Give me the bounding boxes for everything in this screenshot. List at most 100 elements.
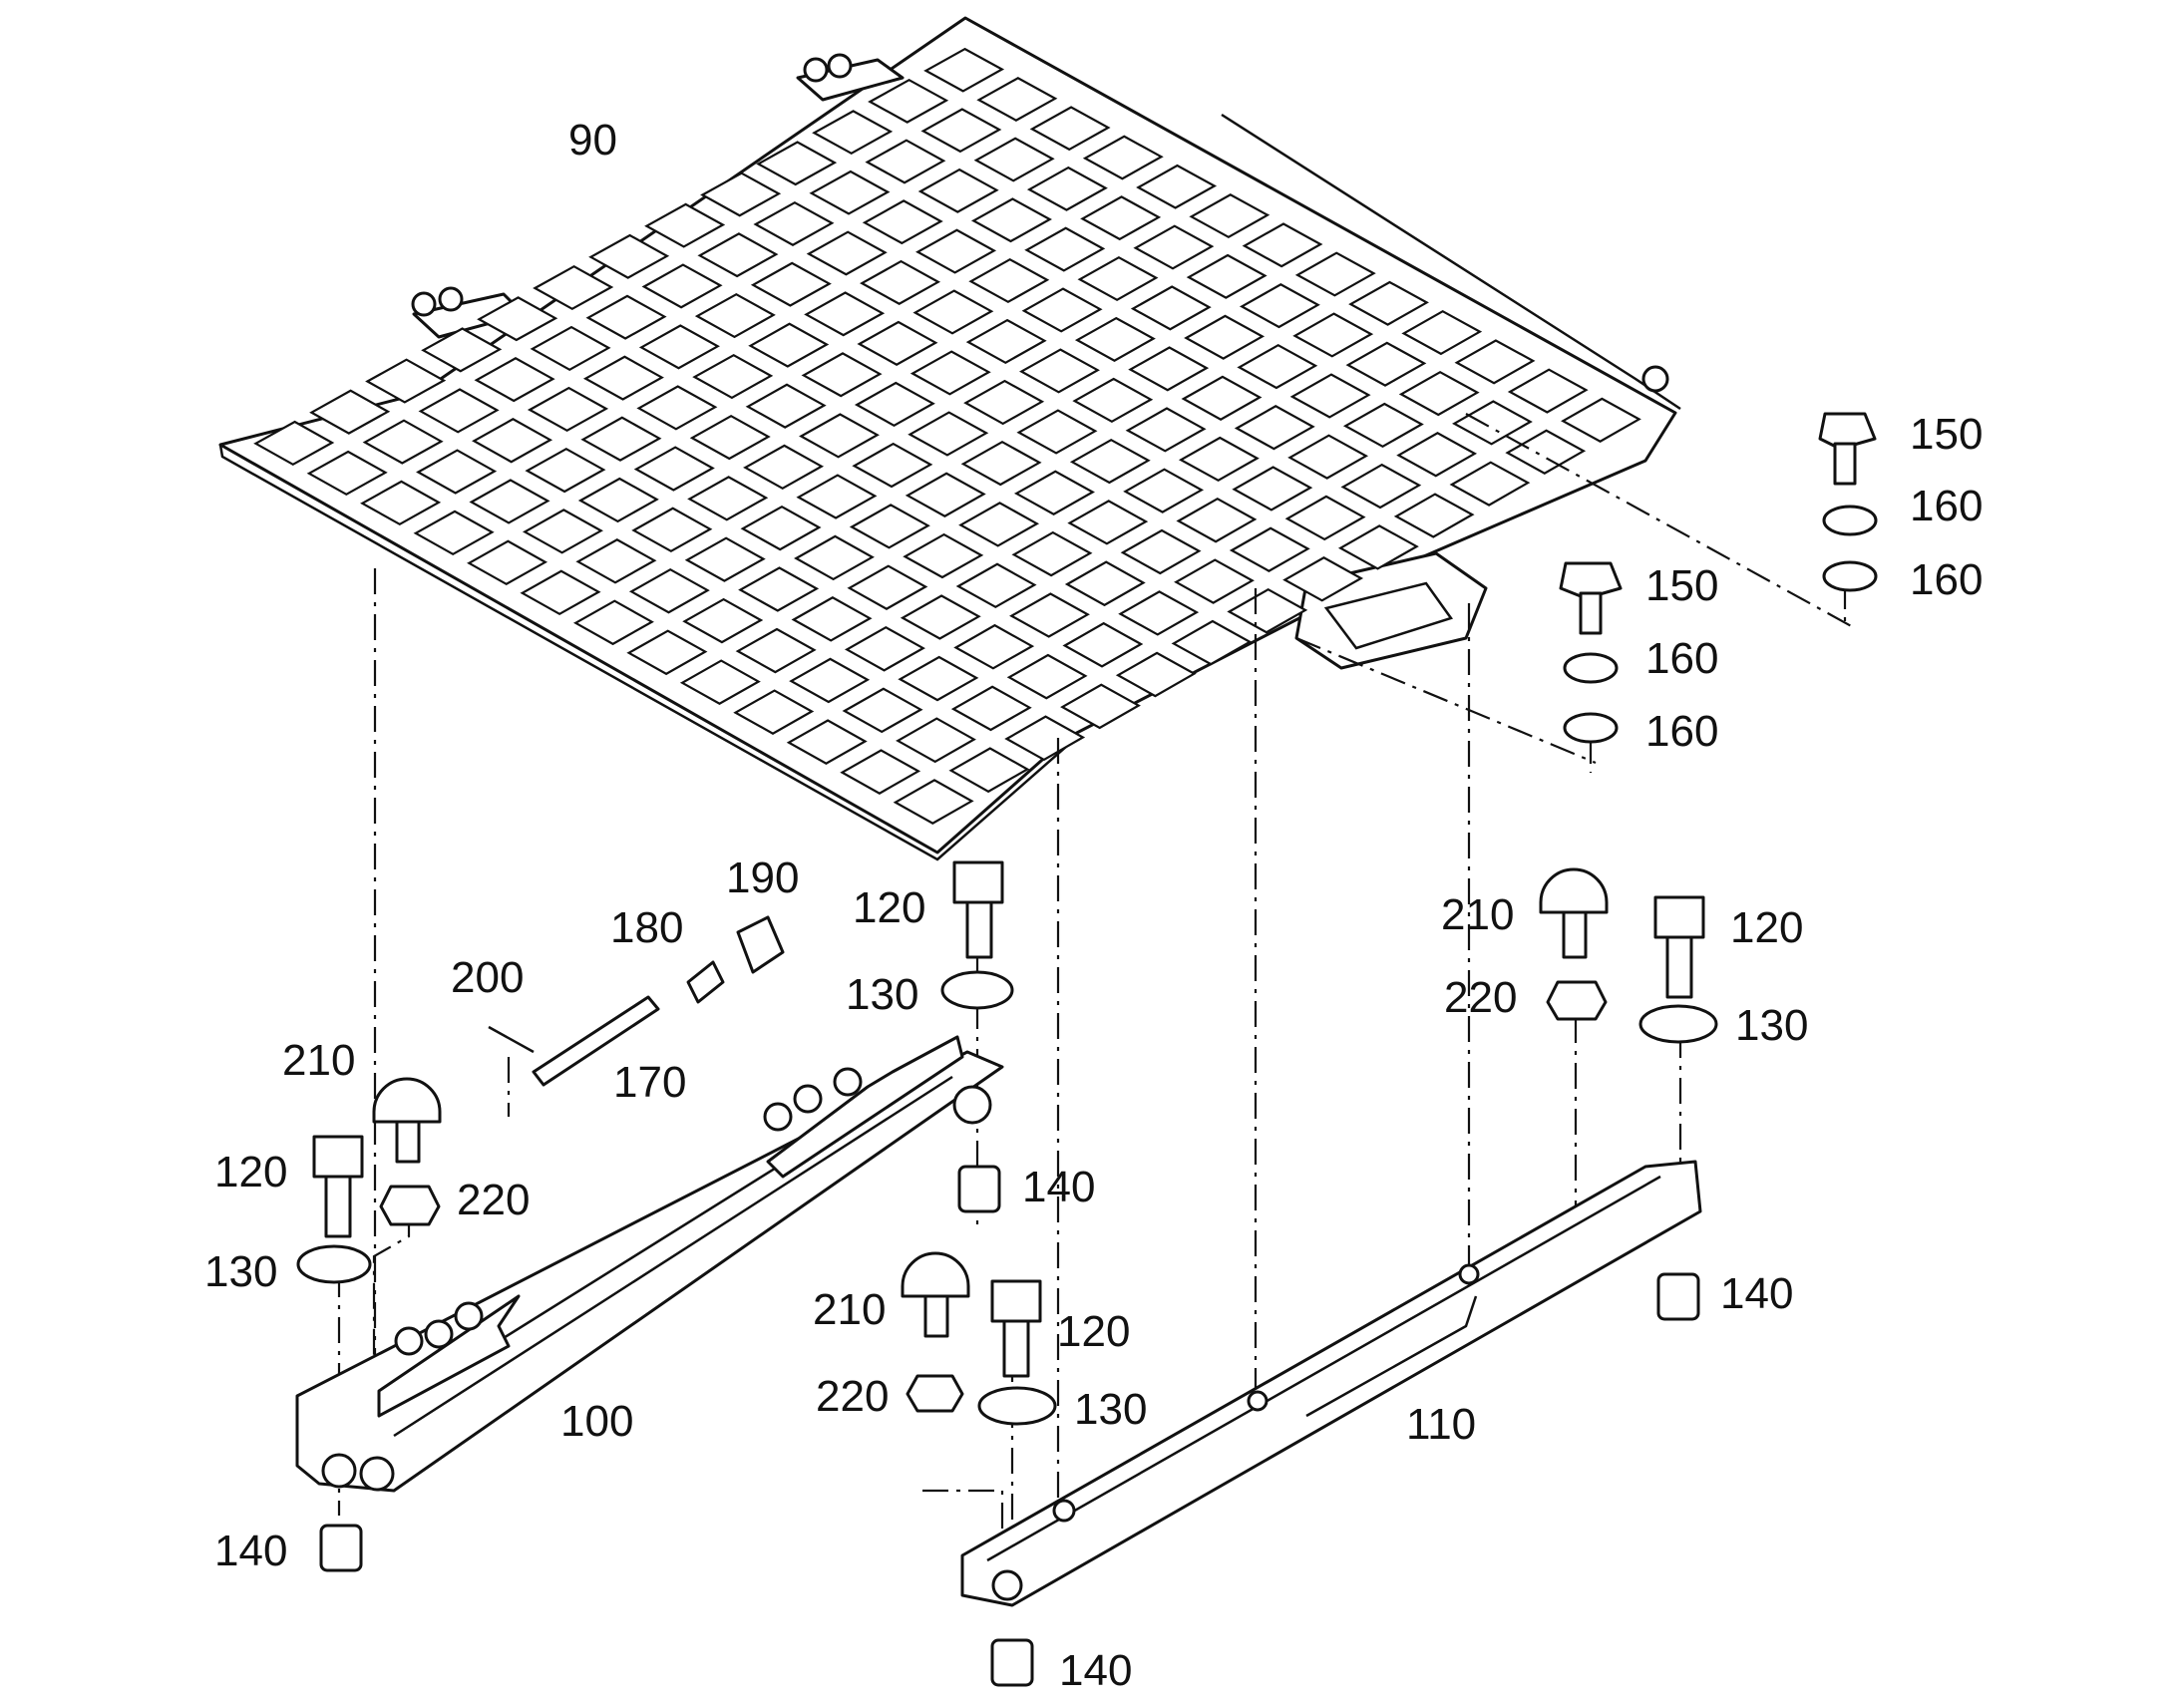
grid-opening <box>1401 309 1483 356</box>
grid-opening <box>1294 251 1376 297</box>
grid-opening <box>953 623 1035 670</box>
grid-opening <box>745 383 827 429</box>
spacer-140-top <box>957 1165 1001 1213</box>
grid-opening <box>1284 495 1366 541</box>
grid-opening <box>1449 461 1531 507</box>
callout-200: 200 <box>451 953 524 1002</box>
grid-opening <box>1011 530 1093 577</box>
grid-opening <box>903 532 984 579</box>
grid-opening <box>626 629 708 676</box>
grid-opening <box>1292 312 1374 358</box>
grid-opening <box>743 444 825 491</box>
hex-bolt-120-lower <box>990 1279 1042 1378</box>
grid-opening <box>1013 470 1095 515</box>
grid-opening <box>477 296 558 342</box>
grid-opening <box>909 350 991 396</box>
grid-opening <box>360 480 442 526</box>
callout-140-left: 140 <box>214 1527 287 1575</box>
grid-opening <box>588 233 670 279</box>
grid-opening <box>955 562 1037 609</box>
washer-160-c <box>1563 652 1619 684</box>
grid-opening <box>849 504 930 549</box>
grid-opening <box>527 386 609 433</box>
grid-opening <box>917 168 999 213</box>
grid-opening <box>1074 316 1156 362</box>
grid-opening <box>1234 405 1315 451</box>
grid-opening <box>474 357 555 403</box>
grid-opening <box>577 477 659 523</box>
hex-bolt-120-top <box>952 860 1004 959</box>
grid-opening <box>968 257 1050 304</box>
grid-opening <box>1174 558 1255 604</box>
callout-130-right: 130 <box>1735 1001 1808 1050</box>
grid-opening <box>973 137 1055 182</box>
grid-opening <box>970 197 1052 243</box>
grid-opening <box>522 509 603 554</box>
grid-opening <box>421 327 503 373</box>
grid-opening <box>1181 375 1263 421</box>
grid-opening <box>689 414 771 461</box>
grid-opening <box>687 476 769 521</box>
grid-opening <box>697 232 779 278</box>
grid-opening <box>1189 193 1271 239</box>
callout-130-lower: 130 <box>1074 1385 1147 1434</box>
grid-opening <box>1171 619 1253 666</box>
grid-opening <box>1069 438 1151 485</box>
nut-220-right <box>1546 980 1608 1021</box>
grid-opening <box>520 569 601 616</box>
grid-opening <box>1009 592 1090 638</box>
grid-opening <box>1118 590 1200 636</box>
grid-opening <box>694 292 776 339</box>
callout-190: 190 <box>726 854 799 902</box>
grid-opening <box>306 450 388 497</box>
grid-opening <box>847 564 928 610</box>
grid-opening <box>923 47 1005 93</box>
grid-opening <box>1561 397 1641 443</box>
grid-opening <box>1072 377 1154 424</box>
grid-opening <box>905 472 986 517</box>
grid-opening <box>738 566 820 612</box>
grid-opening <box>1024 226 1106 272</box>
dome-bolt-210-lower <box>901 1251 970 1338</box>
grid-opening <box>789 657 871 704</box>
grid-opening <box>862 199 943 245</box>
grid-opening <box>580 416 662 462</box>
callout-120-right: 120 <box>1730 903 1803 952</box>
grid-opening <box>1178 436 1260 483</box>
washer-130-lower <box>977 1386 1057 1426</box>
grid-opening <box>1505 429 1587 475</box>
callout-220-lower: 220 <box>816 1372 889 1421</box>
grid-opening <box>679 659 761 705</box>
callout-210-lower: 210 <box>813 1285 886 1334</box>
callout-210-right: 210 <box>1441 890 1514 939</box>
grid-opening <box>1242 222 1323 268</box>
grid-opening <box>636 385 718 431</box>
grid-platform-part-90 <box>218 16 1681 861</box>
grid-opening <box>915 228 997 274</box>
grid-opening <box>794 534 875 581</box>
grid-opening <box>786 719 868 765</box>
grid-opening <box>976 77 1058 122</box>
pin-part-200 <box>488 1025 535 1054</box>
grid-opening <box>854 381 935 428</box>
grid-opening <box>472 418 553 464</box>
grid-opening <box>806 230 888 276</box>
grid-opening <box>1232 466 1313 512</box>
callout-140-bottom: 140 <box>1059 1646 1132 1695</box>
grid-opening <box>1120 528 1202 575</box>
grid-opening <box>469 479 550 524</box>
grid-opening <box>1398 370 1480 417</box>
grid-opening <box>1021 287 1103 333</box>
callout-140-top: 140 <box>1022 1163 1095 1211</box>
grid-opening <box>530 325 611 372</box>
grid-opening <box>809 170 891 215</box>
callout-120-top: 120 <box>853 883 925 932</box>
grid-opening <box>365 358 447 404</box>
grid-opening <box>1348 280 1429 326</box>
grid-opening <box>638 324 720 370</box>
grid-opening <box>582 355 664 401</box>
grid-opening <box>960 440 1042 487</box>
grid-opening <box>812 110 894 156</box>
nut-220-left <box>379 1185 441 1226</box>
grid-opening <box>948 747 1030 794</box>
